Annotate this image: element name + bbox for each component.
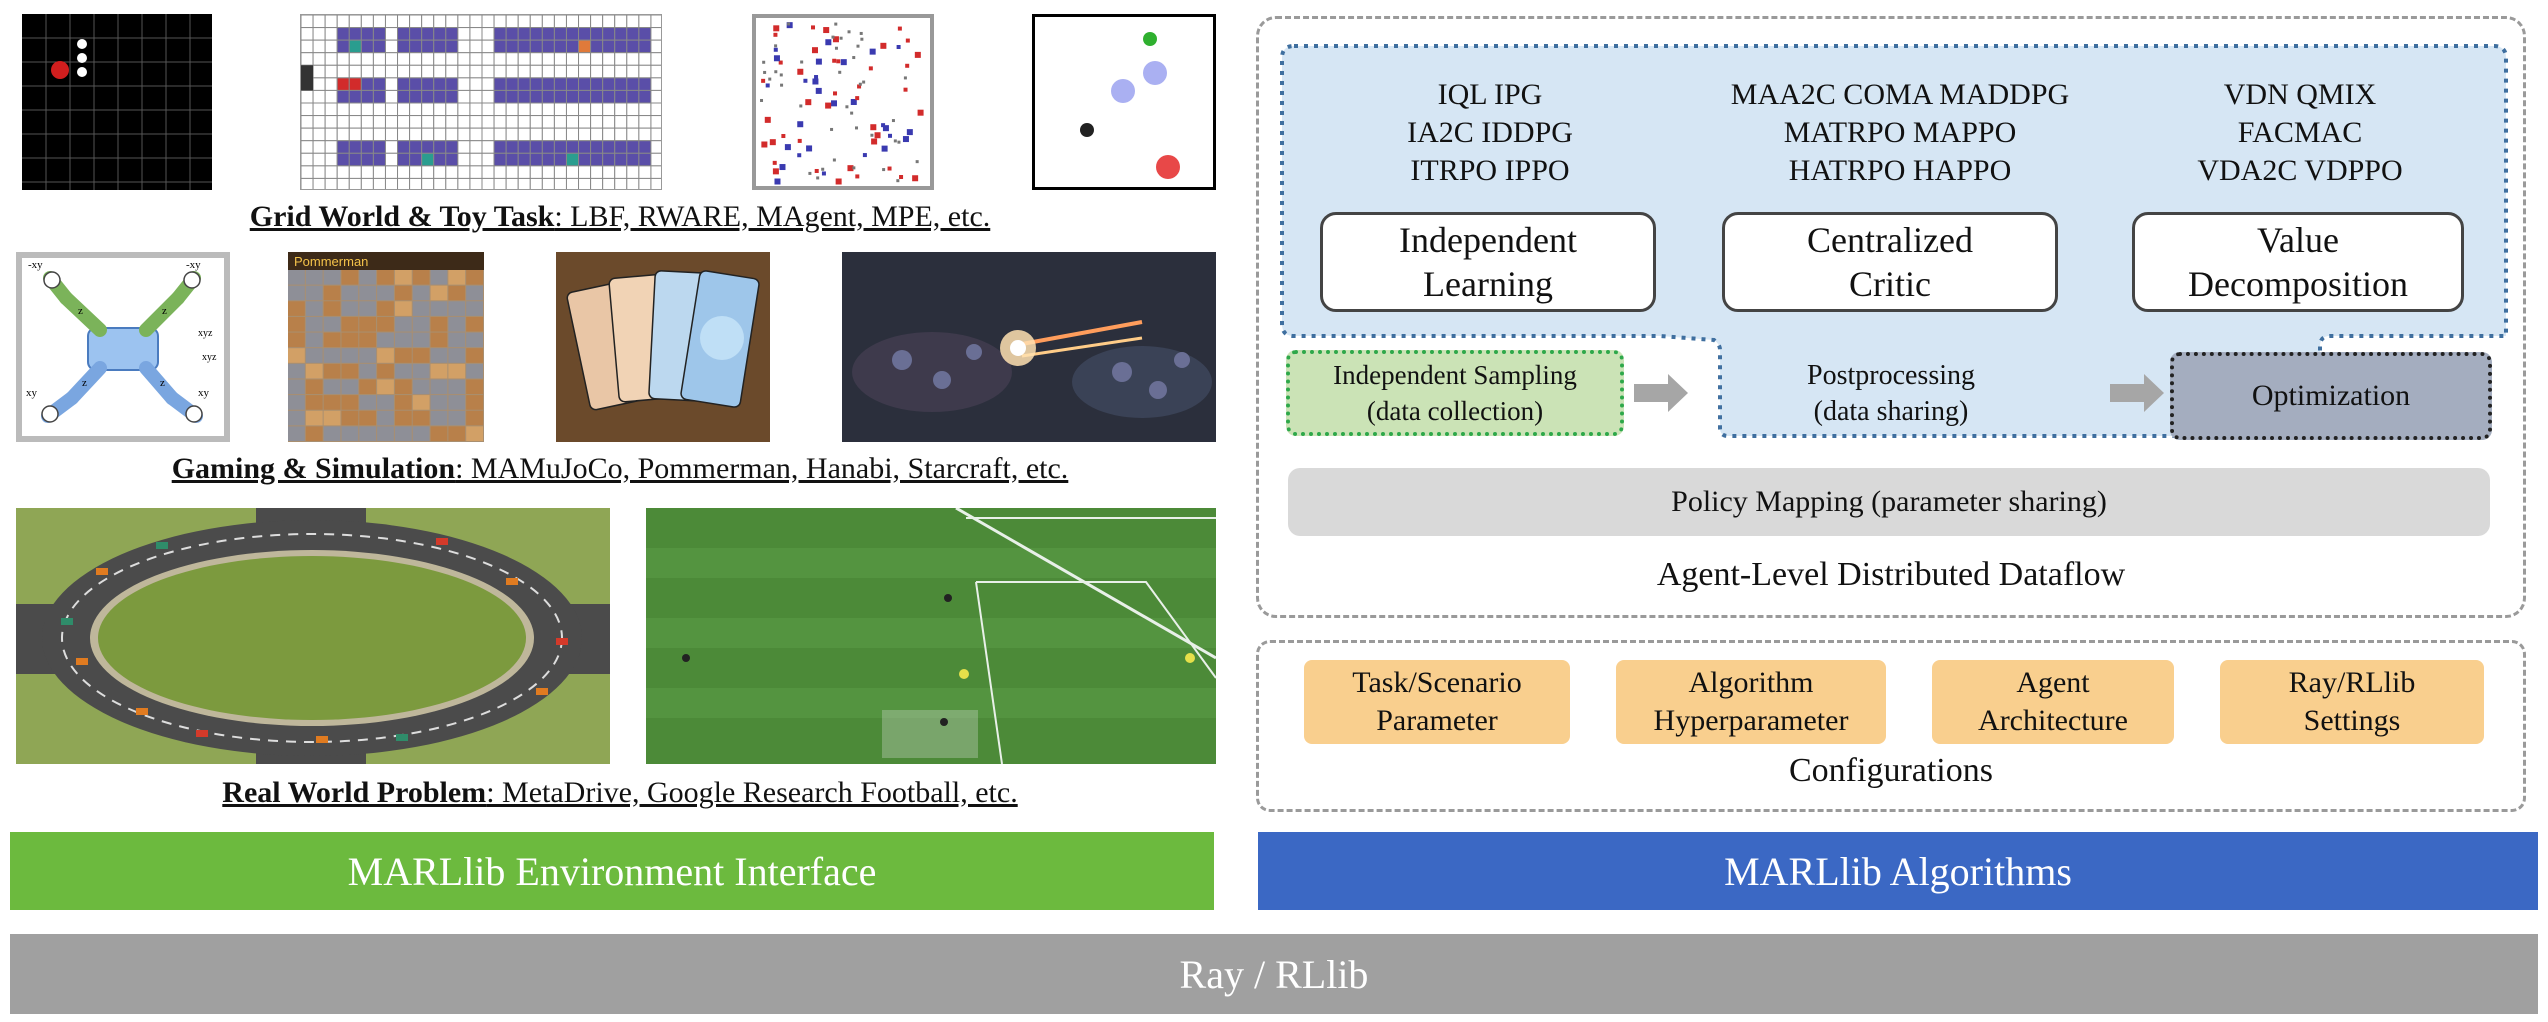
mujoco-label-j: xyz [202,352,217,363]
dataflow-title-text: Agent-Level Distributed Dataflow [1656,556,2126,593]
starcraft-thumbnail [842,252,1216,442]
hanabi-cards-graphic [556,252,770,442]
algo-line: FACMAC [2237,116,2363,149]
pommerman-title: Pommerman [294,254,368,269]
config-line: Hyperparameter [1653,704,1849,737]
config-line: Settings [2303,704,2401,737]
sampling-line: Independent Sampling [1333,360,1577,390]
mpe-thumbnail [1032,14,1216,190]
paradigm-line: Learning [1423,264,1553,304]
mujoco-label-b: -xy [186,259,201,271]
config-line: Algorithm [1688,666,1814,699]
optimization-label: Optimization [2251,379,2411,412]
mpe-graphic [1080,32,1180,179]
pommerman-board-graphic: Pommerman [288,252,484,441]
config-algorithm-hyperparameter: Algorithm Hyperparameter [1616,660,1886,744]
paradigm-line: Decomposition [2188,264,2408,304]
pommerman-thumbnail: Pommerman [288,252,484,442]
mujoco-label-a: -xy [28,259,43,271]
environment-interface-bar: MARLlib Environment Interface [10,832,1214,910]
grid-world-caption: Grid World & Toy Task: LBF, RWARE, MAgen… [0,200,1240,234]
marllib-algorithms-label: MARLlib Algorithms [1724,848,2072,894]
value-algo-list: VDN QMIX FACMAC VDA2C VDPPO [2150,76,2450,190]
gaming-caption-bold: Gaming & Simulation [171,452,456,485]
ray-rllib-bar: Ray / RLlib [10,934,2538,1014]
mujoco-label-e: z [78,305,83,317]
rware-grid-graphic [301,15,661,189]
sampling-line: (data collection) [1366,396,1544,426]
mamujoco-thumbnail: -xy -xy xy xy z z z z xyz xyz [16,252,230,442]
marllib-algorithms-bar: MARLlib Algorithms [1258,832,2538,910]
centralized-algo-list: MAA2C COMA MADDPG MATRPO MAPPO HATRPO HA… [1690,76,2110,190]
paradigm-line: Value [2257,220,2339,260]
grid-world-caption-rest: : LBF, RWARE, MAgent, MPE, etc. [554,200,991,233]
gaming-caption: Gaming & Simulation: MAMuJoCo, Pommerman… [0,452,1240,486]
mujoco-label-f: z [162,305,167,317]
config-line: Task/Scenario [1352,666,1522,699]
ray-rllib-label: Ray / RLlib [1179,951,1369,997]
configurations-container [1256,640,2526,812]
config-task-scenario: Task/Scenario Parameter [1304,660,1570,744]
dataflow-container [1256,16,2526,618]
algo-line: IA2C IDDPG [1407,116,1573,149]
optimization-box: Optimization [2170,352,2492,440]
configurations-title-text: Configurations [1789,752,1993,789]
algo-line: MATRPO MAPPO [1783,116,2017,149]
metadrive-thumbnail [16,508,610,764]
algo-line: ITRPO IPPO [1410,154,1570,187]
lbf-thumbnail [22,14,212,190]
real-world-caption: Real World Problem: MetaDrive, Google Re… [0,776,1240,810]
paradigm-line: Centralized [1807,220,1973,260]
mujoco-label-h: z [160,377,165,389]
mujoco-label-c: xy [26,387,38,399]
rware-thumbnail [300,14,662,190]
magent-thumbnail [752,14,934,190]
football-pitch-graphic [646,508,1216,764]
algo-line: VDA2C VDPPO [2197,154,2403,187]
paradigm-line: Critic [1849,264,1931,304]
config-line: Ray/RLlib [2288,666,2416,699]
football-thumbnail [646,508,1216,764]
real-world-caption-bold: Real World Problem [222,776,487,809]
algo-line: MAA2C COMA MADDPG [1730,78,2070,111]
config-agent-architecture: Agent Architecture [1932,660,2174,744]
configurations-title: Configurations [1256,752,2526,790]
config-line: Parameter [1376,704,1498,737]
postprocessing-line: Postprocessing [1807,360,1975,391]
config-line: Agent [2016,666,2090,699]
algo-line: VDN QMIX [2223,78,2377,111]
starcraft-battle-graphic [842,252,1216,442]
hanabi-thumbnail [556,252,770,442]
value-decomposition-box: Value Decomposition [2132,212,2464,312]
magent-graphic [760,22,924,185]
mujoco-label-i: xyz [198,328,213,339]
gaming-caption-rest: : MAMuJoCo, Pommerman, Hanabi, Starcraft… [455,452,1069,485]
algo-line: HATRPO HAPPO [1788,154,2012,187]
config-line: Architecture [1978,704,2128,737]
postprocessing-line: (data sharing) [1813,396,1969,427]
real-world-caption-rest: : MetaDrive, Google Research Football, e… [486,776,1018,809]
policy-mapping-bar: Policy Mapping (parameter sharing) [1288,468,2490,536]
independent-learning-box: Independent Learning [1320,212,1656,312]
arrow-right-icon [1634,374,1688,412]
mujoco-label-g: z [82,377,87,389]
postprocessing-label: Postprocessing (data sharing) [1726,352,2056,436]
mamujoco-ant-graphic: -xy -xy xy xy z z z z xyz xyz [26,259,217,423]
config-ray-rllib-settings: Ray/RLlib Settings [2220,660,2484,744]
policy-mapping-label: Policy Mapping (parameter sharing) [1671,485,2107,518]
dataflow-title: Agent-Level Distributed Dataflow [1256,556,2526,594]
independent-sampling-box: Independent Sampling (data collection) [1286,350,1624,436]
grid-world-caption-bold: Grid World & Toy Task [249,200,555,233]
centralized-critic-box: Centralized Critic [1722,212,2058,312]
environment-interface-label: MARLlib Environment Interface [347,848,877,894]
arrow-right-icon [2110,374,2164,412]
mujoco-label-d: xy [198,387,210,399]
lbf-grid-graphic [22,14,212,190]
paradigm-line: Independent [1399,220,1577,260]
algo-line: IQL IPG [1437,78,1543,111]
independent-algo-list: IQL IPG IA2C IDDPG ITRPO IPPO [1340,76,1640,190]
metadrive-roundabout-graphic [16,508,610,764]
apple-icon [51,61,69,79]
